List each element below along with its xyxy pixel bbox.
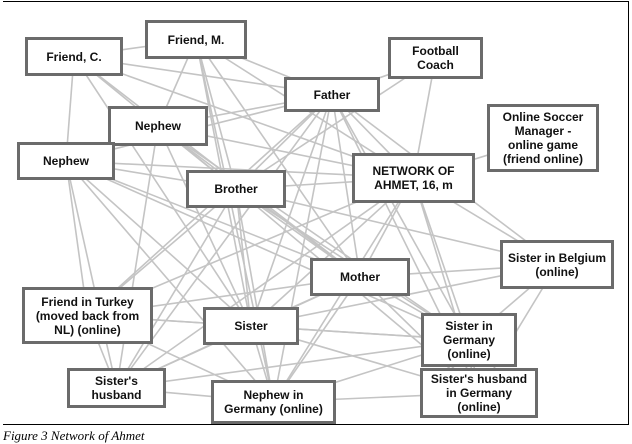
edge-nephew_top-sister: [157, 125, 252, 327]
node-nephew-top: Nephew: [108, 106, 208, 146]
edge-brother-nephew_germany: [235, 188, 275, 403]
edge-network-sisters_husband: [116, 177, 414, 389]
edge-friend_c-sister: [73, 56, 252, 327]
node-friend-in-turkey: Friend in Turkey (moved back from NL) (o…: [22, 287, 153, 344]
node-brother: Brother: [186, 170, 286, 208]
edge-friend_m-brother: [195, 39, 237, 190]
node-sister-in-belgium: Sister in Belgium (online): [500, 240, 614, 289]
edge-sister_germany-sisters_husband: [116, 339, 470, 389]
edge-nephew_left-sister_germany: [65, 160, 470, 341]
edge-friend_m-mother: [195, 39, 361, 278]
edge-nephew_top-sisters_husband: [115, 125, 159, 389]
edge-brother-sisters_husband: [115, 188, 237, 389]
node-sister-in-germany: Sister in Germany (online): [421, 313, 517, 367]
edge-friend_m-nephew_germany: [195, 39, 275, 403]
frame-right-border: [628, 1, 629, 425]
node-mother: Mother: [310, 258, 410, 296]
frame-bottom-border: [3, 424, 629, 425]
node-sisters-husband-in-germany: Sister's husband in Germany (online): [420, 368, 538, 418]
node-nephew-left: Nephew: [17, 142, 115, 180]
node-nephew-in-germany: Nephew in Germany (online): [211, 380, 336, 424]
node-sisters-husband: Sister's husband: [67, 368, 166, 408]
edge-father-sister: [250, 94, 333, 327]
node-network-of-ahmet: NETWORK OF AHMET, 16, m: [352, 153, 475, 203]
edge-nephew_left-sisters_husband: [65, 160, 118, 389]
edge-father-mother: [331, 94, 361, 278]
edge-father-sister_germany: [331, 94, 470, 341]
edge-brother-sister: [235, 188, 252, 327]
node-football-coach: Football Coach: [388, 37, 483, 79]
node-sister: Sister: [203, 307, 299, 345]
node-friend-c: Friend, C.: [25, 37, 123, 76]
edge-nephew_left-sister: [65, 160, 252, 327]
node-online-soccer-manager: Online Soccer Manager - online game (fri…: [487, 104, 599, 172]
node-friend-m: Friend, M.: [145, 20, 247, 59]
edge-nephew_top-sister_germany: [157, 125, 470, 341]
frame-top-border: [3, 1, 629, 2]
node-father: Father: [284, 77, 380, 112]
edge-nephew_left-mother: [65, 160, 361, 278]
figure-caption: Figure 3 Network of Ahmet: [3, 428, 145, 443]
edge-father-nephew_germany: [272, 94, 333, 403]
